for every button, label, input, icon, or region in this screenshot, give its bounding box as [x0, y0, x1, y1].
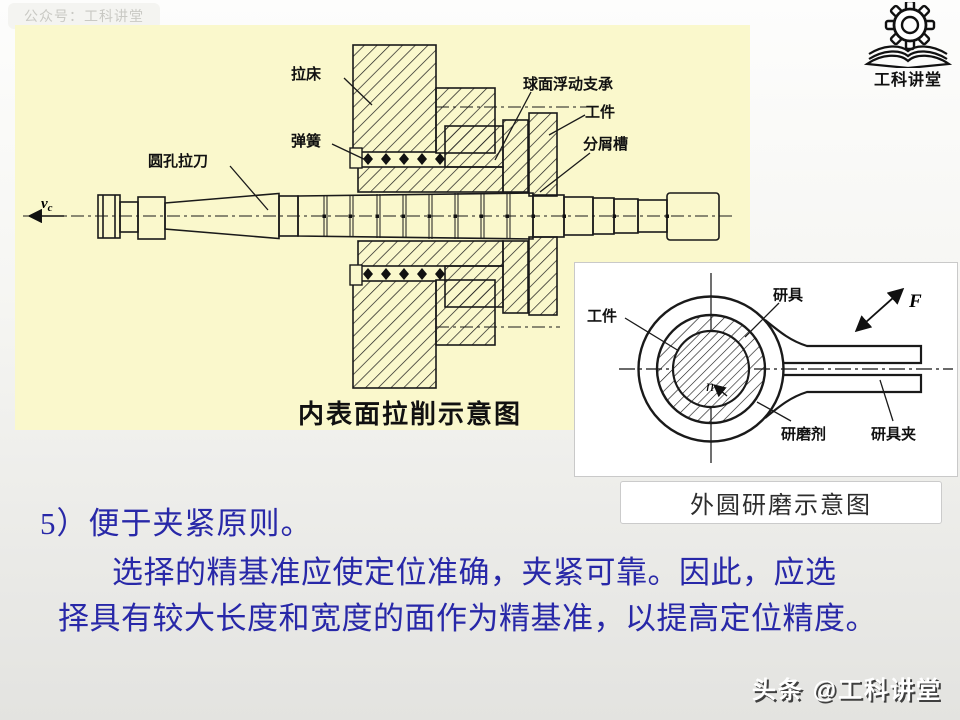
paragraph-line-1: 选择的精基准应使定位准确，夹紧可靠。因此，应选	[112, 555, 837, 590]
cutting-speed-label: vc	[41, 196, 53, 214]
workpiece-section	[673, 331, 749, 407]
body-paragraph: 选择的精基准应使定位准确，夹紧可靠。因此，应选 择具有较大长度和宽度的面作为精基…	[58, 550, 920, 642]
rotation-arrow	[713, 384, 728, 398]
brand-title: 工科讲堂	[873, 72, 942, 89]
force-label: F	[908, 291, 922, 312]
spring-housing-lower	[357, 240, 504, 267]
bottom-watermark: 头条 @工科讲堂	[751, 677, 942, 704]
inset-label-lap-tool: 研具	[773, 287, 803, 304]
broaching-diagram: vc 拉床 弹簧 圆孔拉刀 球面浮动支承 工件 分屑槽 内表面拉削示意图	[23, 44, 733, 429]
machine-wall-lower	[352, 280, 437, 389]
inset-label-abrasive: 研磨剂	[781, 425, 826, 443]
lap-handle	[764, 319, 923, 419]
speed-label: n	[706, 378, 714, 395]
inset-figure-panel: F n 工件 研具 研磨剂 研具夹	[574, 262, 958, 477]
spring-coils	[363, 153, 445, 280]
section-heading: 5）便于夹紧原则。	[40, 506, 313, 541]
workpiece-lower	[528, 236, 558, 316]
main-figure-panel: vc 拉床 弹簧 圆孔拉刀 球面浮动支承 工件 分屑槽 内表面拉削示意图	[15, 25, 750, 430]
inset-caption: 外圆研磨示意图	[620, 481, 942, 524]
label-round-hole-broach: 圆孔拉刀	[148, 152, 208, 170]
label-broaching-machine: 拉床	[291, 65, 322, 83]
force-arrow	[854, 287, 905, 333]
label-workpiece: 工件	[585, 103, 615, 121]
lap-tool-ring	[637, 295, 785, 443]
lapping-diagram: F n 工件 研具 研磨剂 研具夹	[587, 273, 953, 463]
inset-label-lap-holder: 研具夹	[871, 425, 916, 443]
paragraph-line-2: 择具有较大长度和宽度的面作为精基准，以提高定位精度。	[58, 601, 877, 636]
gear-book-icon	[863, 2, 953, 68]
workpiece-upper	[528, 112, 558, 197]
inset-label-workpiece: 工件	[587, 307, 617, 325]
top-watermark: 公众号：工科讲堂	[8, 3, 160, 29]
floating-support-upper	[502, 119, 529, 193]
label-chip-groove: 分屑槽	[583, 135, 628, 153]
label-spherical-floating-support: 球面浮动支承	[523, 75, 613, 93]
brand-logo: 工科讲堂	[862, 2, 954, 90]
label-spring: 弹簧	[291, 132, 321, 150]
main-figure-caption: 内表面拉削示意图	[298, 399, 522, 429]
floating-support-lower	[502, 240, 529, 314]
spring-housing-upper	[357, 166, 504, 193]
